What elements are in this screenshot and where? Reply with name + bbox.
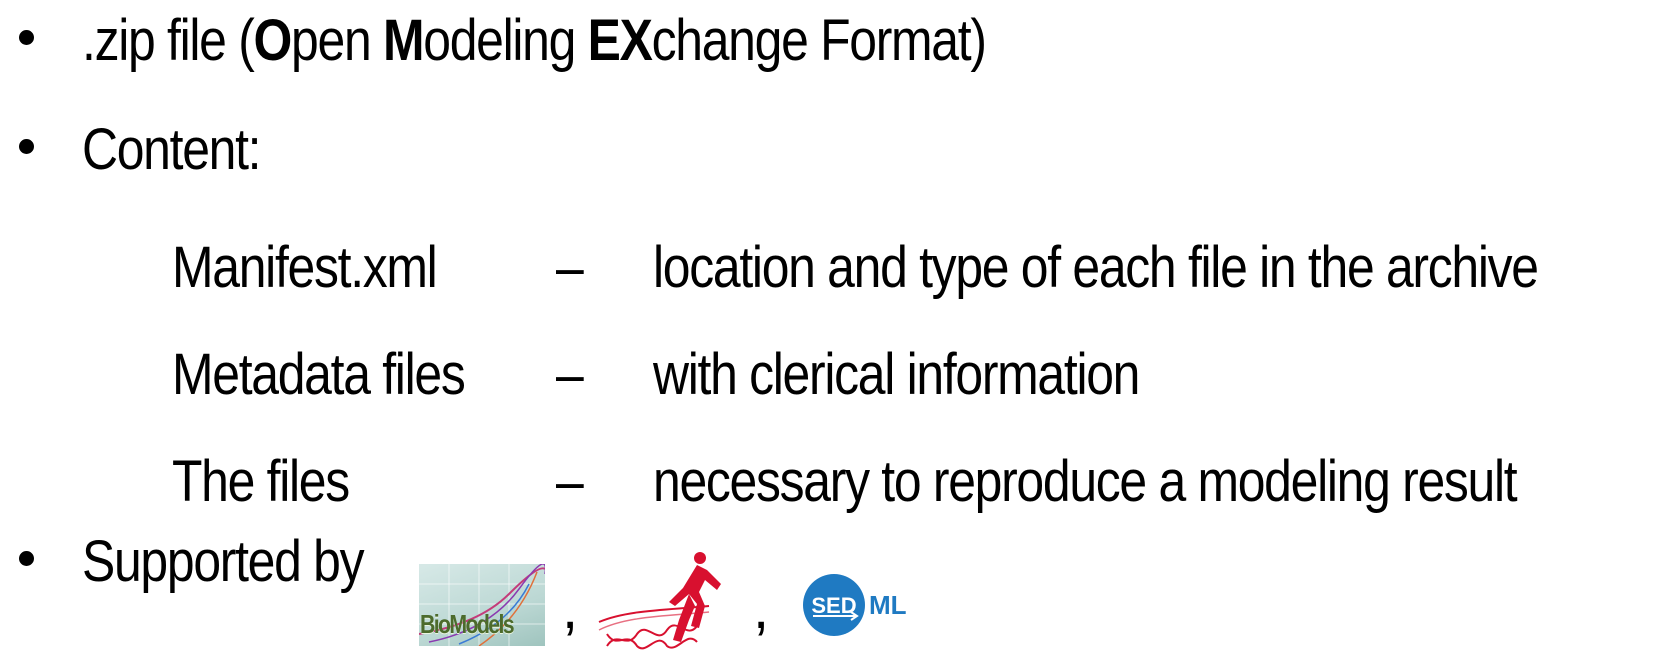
content-label: Content:: [82, 117, 262, 182]
zip-format-line: .zip file (Open Modeling EXchange Format…: [82, 12, 987, 70]
bullet-dot-icon: [19, 139, 34, 154]
content-term: Metadata files: [172, 342, 466, 407]
content-dash: –: [556, 235, 584, 300]
supported-by-label: Supported by: [82, 529, 365, 594]
content-description: necessary to reproduce a modeling result: [653, 449, 1518, 514]
sedml-sed-text: SED: [811, 593, 856, 618]
sedml-logo: SED ML: [801, 568, 925, 638]
sedml-ml-text: ML: [869, 590, 907, 620]
content-term: The files: [172, 449, 350, 514]
logo-separator: ,: [562, 576, 579, 641]
biomodels-chart-graphic: [419, 564, 545, 646]
content-description: location and type of each file in the ar…: [653, 235, 1539, 300]
biomodels-logo-text: BioModels: [420, 609, 515, 639]
sedml-logo-graphic: SED ML: [803, 574, 907, 636]
content-dash: –: [556, 342, 584, 407]
acronym-letter-o: O: [253, 8, 293, 73]
content-dash: –: [556, 449, 584, 514]
logo-separator: ,: [753, 576, 770, 641]
acronym-letters-ex: EX: [587, 8, 653, 73]
open-word-rest: pen: [291, 8, 383, 73]
combine-logo: [597, 550, 727, 653]
zip-prefix-text: .zip file (: [82, 8, 255, 73]
bullet-dot-icon: [19, 30, 34, 45]
content-term: Manifest.xml: [172, 235, 438, 300]
biomodels-logo: BioModels: [419, 564, 545, 646]
content-description: with clerical information: [653, 342, 1140, 407]
bullet-dot-icon: [19, 551, 34, 566]
modeling-word-rest: odeling: [423, 8, 588, 73]
combine-runner-icon: [598, 552, 721, 650]
exchange-word-rest: change Format): [651, 8, 987, 73]
acronym-letter-m: M: [382, 8, 425, 73]
